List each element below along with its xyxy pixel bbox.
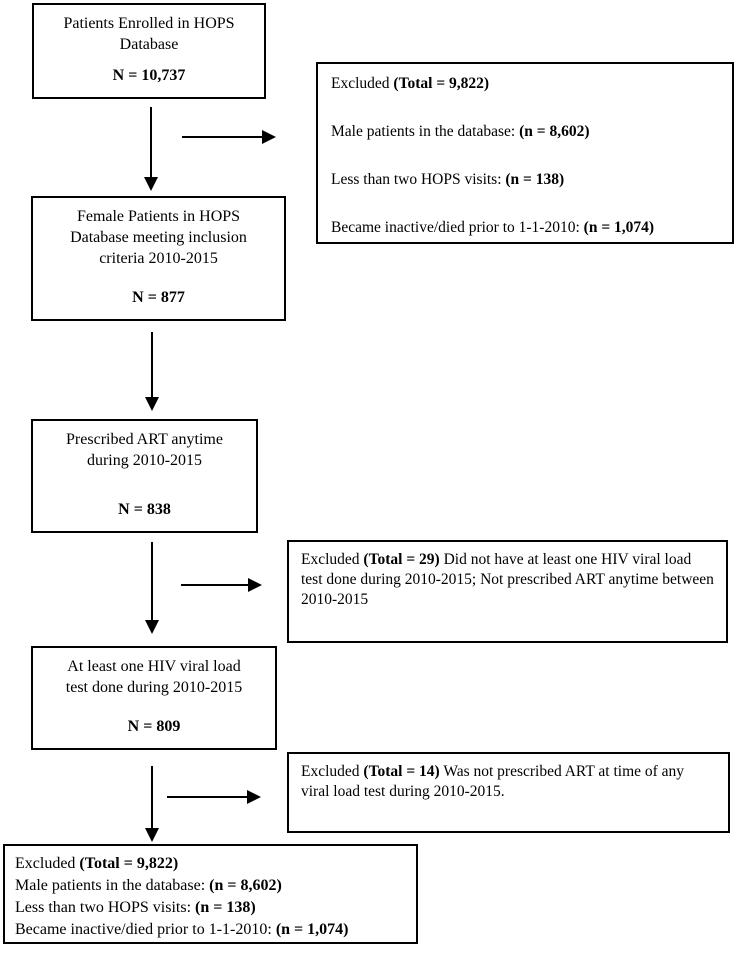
box-prescribed-art: Prescribed ART anytime during 2010-2015 … [31, 419, 258, 533]
excluded-box-mid: Excluded (Total = 29) Did not have at le… [287, 540, 728, 643]
excluded-bottom-line-4: Became inactive/died prior to 1-1-2010: … [15, 921, 349, 938]
box-patients-enrolled: Patients Enrolled in HOPS Database N = 1… [32, 3, 266, 99]
arrow-down-art-to-viral [145, 542, 159, 634]
excluded-top-line-4: Became inactive/died prior to 1-1-2010: … [331, 219, 655, 236]
excluded-box-lower: Excluded (Total = 14) Was not prescribed… [287, 752, 730, 833]
excluded-box-bottom: Excluded (Total = 9,822) Male patients i… [3, 844, 418, 944]
excluded-bottom-line-1: Excluded (Total = 9,822) [15, 855, 179, 872]
box-prescribed-art-count: N = 838 [118, 501, 171, 518]
box-viral-load-test-count: N = 809 [127, 718, 181, 735]
box-prescribed-art-title: Prescribed ART anytime during 2010-2015 [66, 431, 223, 469]
box-female-patients-count: N = 877 [132, 289, 185, 306]
excluded-top-line-3: Less than two HOPS visits: (n = 138) [331, 171, 565, 188]
box-patients-enrolled-title: Patients Enrolled in HOPS Database [63, 15, 235, 53]
box-viral-load-test: At least one HIV viral load test done du… [31, 646, 277, 750]
excluded-top-line-2: Male patients in the database: (n = 8,60… [331, 123, 590, 140]
excluded-bottom-line-3: Less than two HOPS visits: (n = 138) [15, 899, 256, 916]
excluded-lower-text: Excluded (Total = 14) Was not prescribed… [301, 763, 685, 800]
excluded-bottom-line-2: Male patients in the database: (n = 8,60… [15, 877, 282, 894]
arrow-down-viral-to-bottom [145, 766, 159, 842]
arrow-right-to-excluded-mid [181, 578, 262, 592]
arrow-down-female-to-art [145, 332, 159, 411]
excluded-box-top: Excluded (Total = 9,822) Male patients i… [316, 62, 734, 244]
box-female-patients: Female Patients in HOPS Database meeting… [31, 196, 286, 321]
arrow-right-to-excluded-top [182, 130, 276, 144]
excluded-mid-text: Excluded (Total = 29) Did not have at le… [301, 551, 714, 608]
box-female-patients-title: Female Patients in HOPS Database meeting… [70, 208, 247, 267]
excluded-top-line-1: Excluded (Total = 9,822) [331, 75, 490, 92]
arrow-right-to-excluded-lower [167, 790, 261, 804]
box-viral-load-test-title: At least one HIV viral load test done du… [65, 658, 243, 696]
box-patients-enrolled-count: N = 10,737 [112, 67, 186, 84]
arrow-down-enrolled-to-female [144, 107, 158, 191]
